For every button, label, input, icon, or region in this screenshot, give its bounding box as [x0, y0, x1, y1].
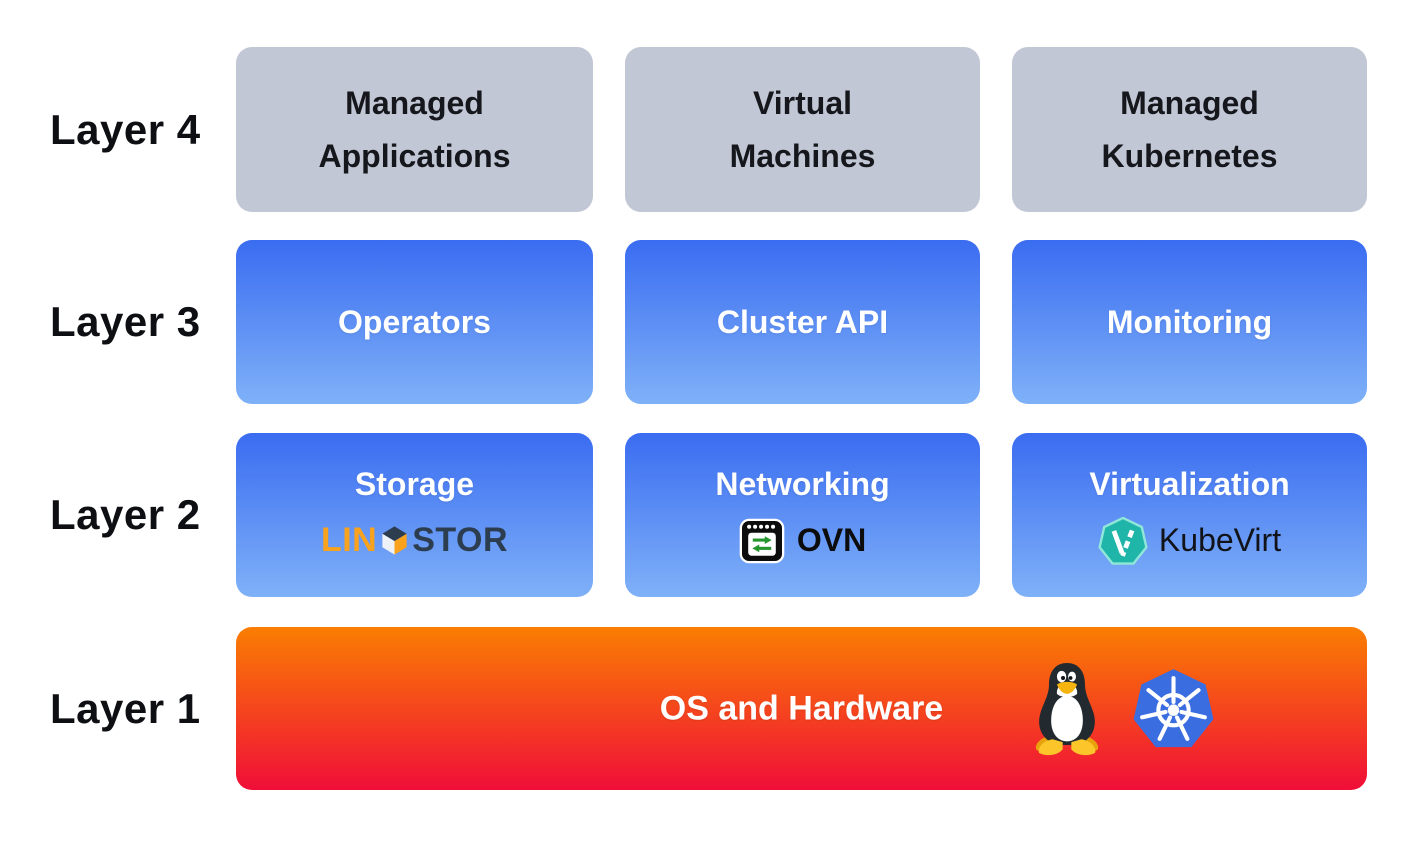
box-title-managed-applications: Managed Applications [318, 84, 511, 174]
kubevirt-text: KubeVirt [1158, 522, 1282, 558]
box-managed-kubernetes: Managed Kubernetes [1012, 47, 1367, 212]
linstor-cube-icon [382, 526, 407, 555]
layer-3-label: Layer 3 [50, 298, 201, 345]
layer-2-row: Layer 2 Storage LIN STOR Networking [0, 433, 1417, 597]
linstor-lin-text: LIN [320, 521, 378, 559]
box-title-monitoring: Monitoring [1106, 303, 1273, 340]
linstor-stor-text: STOR [412, 521, 509, 559]
linux-tux-icon [1035, 662, 1099, 755]
kubevirt-logo: KubeVirt [1098, 516, 1282, 565]
box-title-operators: Operators [338, 303, 491, 340]
linstor-logo: LIN STOR [321, 517, 508, 565]
layer-4-label: Layer 4 [50, 105, 201, 153]
ovn-text: OVN [796, 522, 867, 558]
box-title-virtualization: Virtualization [1089, 465, 1290, 502]
ovn-icon [739, 518, 785, 563]
box-title-virtual-machines: Virtual Machines [729, 84, 876, 174]
box-virtual-machines: Virtual Machines [625, 47, 980, 212]
layer-3-row: Layer 3 Operators Cluster API Monitoring [0, 240, 1417, 404]
layer-2-label: Layer 2 [50, 491, 201, 538]
box-title-managed-kubernetes: Managed Kubernetes [1101, 84, 1278, 174]
box-operators: Operators [236, 240, 593, 404]
box-storage: Storage LIN STOR [236, 433, 593, 597]
box-title-storage: Storage [354, 465, 475, 502]
kubevirt-icon [1098, 516, 1148, 565]
ovn-logo: OVN [739, 517, 866, 565]
box-title-cluster-api: Cluster API [716, 303, 889, 340]
layer-4-row: Layer 4 Managed Applications Virtual Mac… [0, 47, 1417, 212]
box-networking: Networking OVN [625, 433, 980, 597]
box-title-os-and-hardware: OS and Hardware [659, 689, 944, 727]
box-monitoring: Monitoring [1012, 240, 1367, 404]
box-os-and-hardware: OS and Hardware [236, 627, 1367, 790]
os-logos [1031, 661, 1216, 756]
layer-1-row: Layer 1 OS and Hardware [0, 627, 1417, 790]
box-title-networking: Networking [715, 465, 890, 502]
layer-1-label: Layer 1 [50, 684, 201, 732]
box-managed-applications: Managed Applications [236, 47, 593, 212]
box-cluster-api: Cluster API [625, 240, 980, 404]
kubernetes-icon [1133, 669, 1214, 748]
box-virtualization: Virtualization KubeVirt [1012, 433, 1367, 597]
